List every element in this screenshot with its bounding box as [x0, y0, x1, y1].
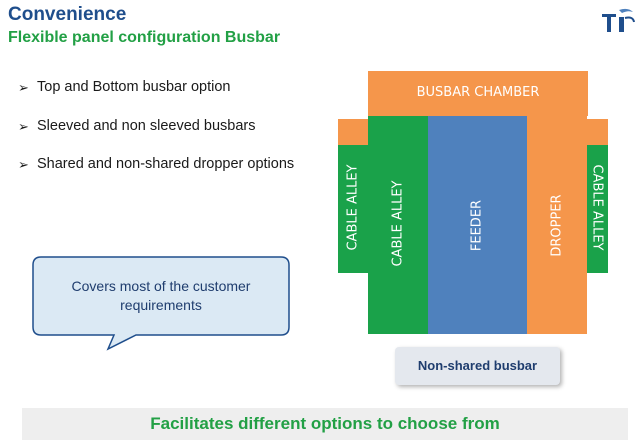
cable-alley-right: CABLE ALLEY [587, 145, 608, 273]
callout-line: requirements [120, 297, 202, 313]
cable-alley-inner-label: CABLE ALLEY [390, 180, 406, 267]
left-orange-strip [338, 119, 368, 145]
callout-line: Covers most of the customer [71, 278, 251, 294]
arrow-bullet-icon: ➢ [18, 80, 29, 95]
dropper-block [527, 116, 587, 334]
feeder-label: FEEDER [469, 199, 485, 252]
arrow-bullet-icon: ➢ [18, 119, 29, 134]
cable-alley-inner [368, 116, 428, 334]
right-orange-strip [587, 119, 608, 145]
arrow-bullet-icon: ➢ [18, 157, 29, 172]
cable-alley-left [338, 145, 368, 273]
company-logo [600, 6, 636, 34]
diagram-caption: Non-shared busbar [395, 347, 560, 385]
list-item: ➢Shared and non-shared dropper options [18, 156, 295, 172]
list-item: ➢Sleeved and non sleeved busbars [18, 118, 256, 134]
busbar-chamber: BUSBAR CHAMBER [368, 71, 588, 116]
list-item: ➢Top and Bottom busbar option [18, 79, 231, 95]
page-subtitle: Flexible panel configuration Busbar [8, 29, 281, 46]
feeder-block [428, 116, 527, 334]
dropper-label: DROPPER [549, 194, 565, 257]
cable-alley-left-label: CABLE ALLEY [345, 164, 361, 251]
cable-alley-right-label: CABLE ALLEY [589, 164, 605, 251]
requirements-callout: Covers most of the customer requirements [32, 256, 290, 351]
feature-list: ➢Top and Bottom busbar option ➢Sleeved a… [18, 78, 318, 194]
page-title: Convenience [8, 4, 127, 25]
footer-banner: Facilitates different options to choose … [22, 408, 628, 440]
